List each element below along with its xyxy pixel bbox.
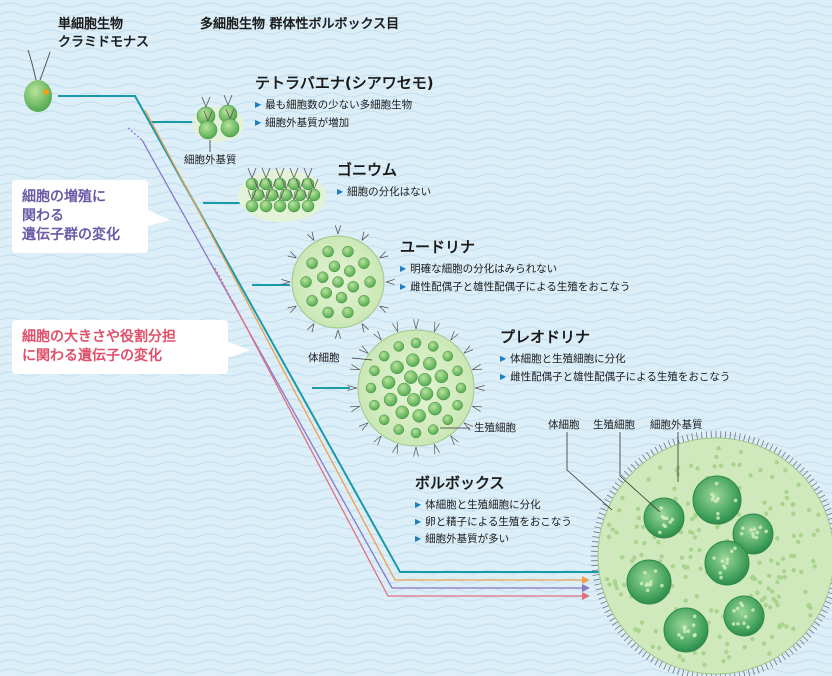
volvox-bullet-2: 卵と精子による生殖をおこなう (415, 517, 572, 528)
size-role-callout-line2: に関わる遺伝子の変化 (22, 348, 162, 364)
pleodorina-somatic-label: 体細胞 (308, 352, 340, 364)
purple-dotted-start (127, 127, 143, 141)
organism-title-gonium: ゴニウム (337, 161, 398, 179)
volvox-somatic-label: 体細胞 (548, 419, 580, 431)
arrow-purple (582, 584, 590, 592)
volvox-bullet-1: 体細胞と生殖細胞に分化 (415, 500, 541, 511)
pink-gene-line (231, 299, 582, 597)
gonium-illustration (238, 167, 326, 222)
volvox-ecm-label: 細胞外基質 (650, 419, 703, 431)
unicellular-header-line1: 単細胞生物 (58, 17, 124, 32)
eudorina-illustration (281, 225, 395, 339)
multicellular-header: 多細胞生物 群体性ボルボックス目 (200, 17, 400, 32)
tetrabaena-ecm-label: 細胞外基質 (184, 154, 237, 166)
chlamydomonas-illustration (24, 49, 52, 112)
gonium-bullet-1: 細胞の分化はない (337, 187, 431, 198)
purple-gene-line (141, 139, 582, 589)
tetrabaena-bullet-2: 細胞外基質が増加 (255, 118, 349, 129)
tetrabaena-bullet-1: 最も細胞数の少ない多細胞生物 (255, 100, 412, 111)
organism-title-eudorina: ユードリナ (400, 238, 476, 256)
eudorina-bullet-1: 明確な細胞の分化はみられない (400, 264, 557, 275)
pleodorina-germ-label: 生殖細胞 (474, 422, 516, 434)
pleodorina-illustration (347, 319, 485, 457)
size-role-gene-callout: 細胞の大きさや役割分担 に関わる遺伝子の変化 (12, 320, 228, 374)
size-role-callout-tail (228, 342, 250, 358)
proliferation-gene-callout: 細胞の増殖に 関わる 遺伝子群の変化 (12, 180, 148, 253)
pleodorina-somatic-pointer (351, 357, 373, 361)
unicellular-header-line2: クラミドモナス (58, 35, 150, 50)
volvox-germ-label: 生殖細胞 (593, 419, 635, 431)
volvox-bullet-3: 細胞外基質が多い (415, 534, 509, 545)
organism-title-tetrabaena: テトラバエナ(シアワセモ) (255, 74, 434, 92)
pleodorina-bullet-2: 雌性配偶子と雄性配偶子による生殖をおこなう (500, 372, 730, 383)
proliferation-callout-line3: 遺伝子群の変化 (22, 227, 120, 243)
orange-gene-line (144, 109, 582, 581)
tetrabaena-illustration (192, 94, 244, 142)
organism-title-volvox: ボルボックス (415, 474, 505, 492)
pleodorina-bullet-1: 体細胞と生殖細胞に分化 (500, 354, 626, 365)
eudorina-bullet-2: 雌性配偶子と雄性配偶子による生殖をおこなう (400, 282, 630, 293)
volvox-somatic-pointer (566, 432, 613, 511)
proliferation-callout-line2: 関わる (22, 208, 64, 224)
arrow-pink (582, 592, 590, 600)
volvox-germ-pointer (619, 432, 661, 513)
size-role-callout-line1: 細胞の大きさや役割分担 (22, 329, 176, 345)
volvox-illustration (591, 431, 832, 676)
proliferation-callout-line1: 細胞の増殖に (22, 189, 106, 205)
arrow-orange (582, 576, 590, 584)
organism-title-pleodorina: プレオドリナ (500, 328, 591, 346)
main-lineage-line (58, 95, 606, 573)
lineage-lines (58, 95, 606, 600)
proliferation-callout-tail (148, 210, 170, 226)
